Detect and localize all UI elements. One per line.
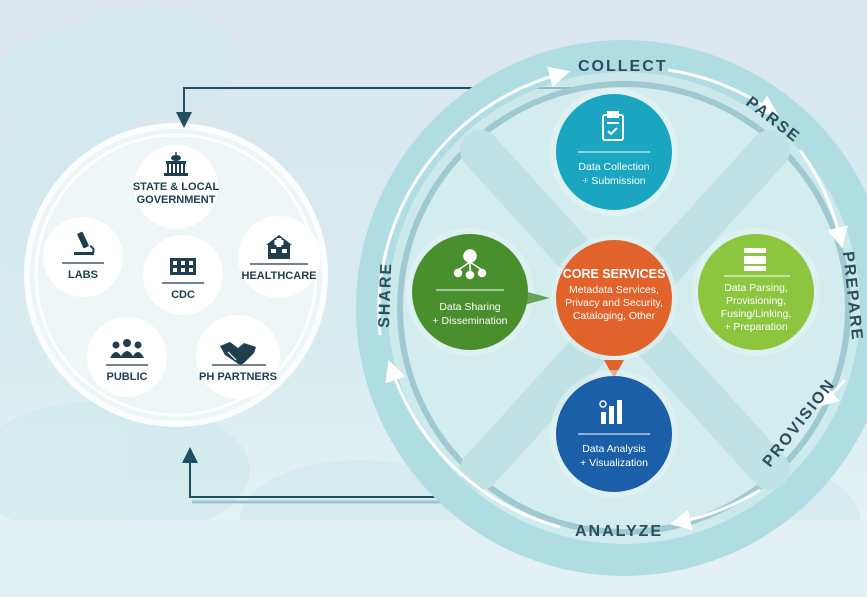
clipboard-icon xyxy=(602,111,624,141)
data-sharing-line2: + Dissemination xyxy=(433,315,508,327)
stakeholder-state-local-government: STATE & LOCAL GOVERNMENT xyxy=(133,145,220,229)
state-gov-label-line1: STATE & LOCAL xyxy=(133,181,220,193)
handshake-icon xyxy=(220,342,256,365)
core-services-circle xyxy=(556,240,672,356)
core-services-title: CORE SERVICES xyxy=(563,267,666,281)
data-analysis-line2: + Visualization xyxy=(580,457,648,469)
hospital-icon xyxy=(266,235,292,259)
data-parsing-line1: Data Parsing, xyxy=(724,282,788,294)
microscope-icon xyxy=(74,231,95,256)
core-services-line1: Metadata Services, xyxy=(569,284,659,296)
bar-chart-icon xyxy=(599,400,622,424)
ring-flow-arrows xyxy=(377,66,848,531)
data-analysis-line1: Data Analysis xyxy=(582,443,646,455)
data-parsing-line4: + Preparation xyxy=(724,321,787,333)
data-collection-label-line1: Data Collection xyxy=(578,161,649,173)
node-data-sharing: Data Sharing + Dissemination xyxy=(406,228,550,356)
data-parsing-line3: Fusing/Linking, xyxy=(721,308,792,320)
people-icon xyxy=(110,339,144,358)
cycle-label-analyze: ANALYZE xyxy=(575,523,663,540)
stakeholder-healthcare: HEALTHCARE xyxy=(238,216,320,298)
data-parsing-line2: Provisioning, xyxy=(726,295,786,307)
cdc-label: CDC xyxy=(171,289,195,301)
labs-label: LABS xyxy=(68,269,98,281)
stakeholder-public: PUBLIC xyxy=(87,317,167,397)
core-services-line2: Privacy and Security, xyxy=(565,297,663,309)
node-data-parsing: Data Parsing, Provisioning, Fusing/Linki… xyxy=(692,228,820,356)
stakeholder-labs: LABS xyxy=(43,217,123,297)
node-data-collection: Data Collection + Submission xyxy=(550,88,678,216)
node-core-services: CORE SERVICES Metadata Services, Privacy… xyxy=(551,235,677,378)
share-network-icon xyxy=(453,249,487,280)
stakeholder-cdc: CDC xyxy=(143,235,223,315)
capitol-icon xyxy=(164,152,188,176)
stakeholder-ph-partners: PH PARTNERS xyxy=(196,315,280,399)
state-gov-label-line2: GOVERNMENT xyxy=(137,194,216,206)
node-data-analysis: Data Analysis + Visualization xyxy=(550,370,678,498)
data-sharing-circle xyxy=(412,234,528,350)
cycle-label-share: SHARE xyxy=(376,262,395,329)
healthcare-label: HEALTHCARE xyxy=(242,270,317,282)
data-sharing-line1: Data Sharing xyxy=(439,301,500,313)
public-label: PUBLIC xyxy=(107,371,148,383)
ph-partners-label: PH PARTNERS xyxy=(199,371,277,383)
core-services-line3: Cataloging, Other xyxy=(573,310,656,322)
document-stack-icon xyxy=(744,248,766,271)
data-parsing-circle xyxy=(698,234,814,350)
cycle-label-collect: COLLECT xyxy=(578,58,668,75)
building-icon xyxy=(170,258,196,275)
data-collection-label-line2: + Submission xyxy=(582,175,645,187)
